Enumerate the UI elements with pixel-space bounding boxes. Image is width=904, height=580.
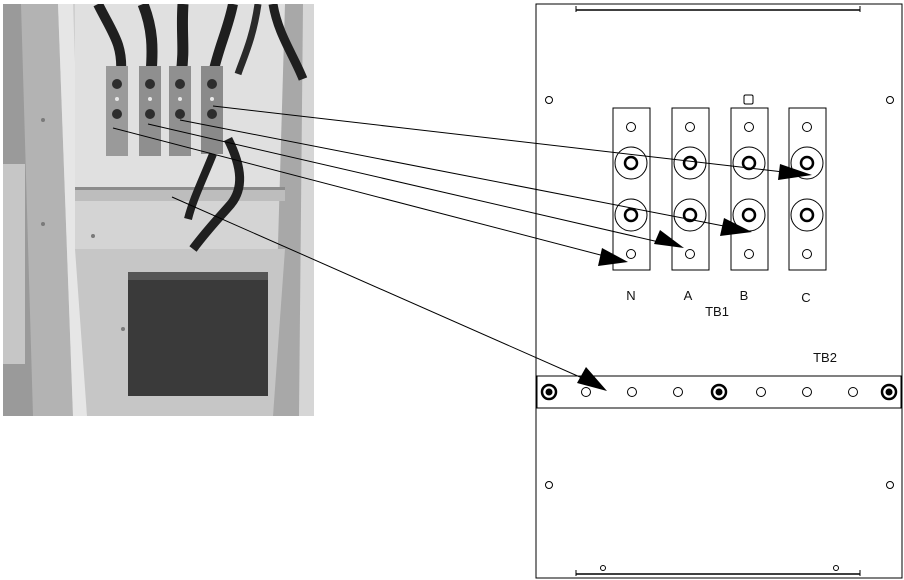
bus-label-b: B	[740, 288, 749, 303]
arrowhead-a	[654, 230, 684, 248]
bus-label-a: A	[684, 288, 693, 303]
arrowhead-n	[598, 248, 628, 266]
arrowhead-b	[720, 218, 752, 236]
bus-bar-n	[612, 107, 651, 271]
bus-bar-b	[730, 107, 769, 271]
bus-bar-a	[671, 107, 710, 271]
leader-line-c	[212, 105, 793, 174]
leader-line-n	[112, 127, 613, 259]
tb1-bus-bars	[612, 107, 827, 271]
cabinet-wiring-photo	[3, 4, 314, 416]
bus-label-c: C	[801, 290, 810, 305]
panel-mounting-holes	[545, 94, 894, 571]
bus-label-n: N	[626, 288, 635, 303]
leader-line-b	[179, 119, 735, 229]
tb2-label: TB2	[813, 350, 837, 365]
panel-outline	[535, 3, 903, 579]
arrowhead-c	[778, 164, 812, 180]
tb2-ground-bar	[536, 375, 902, 409]
bus-bar-c	[788, 107, 827, 271]
arrowheads	[577, 164, 812, 391]
arrowhead-ground	[577, 367, 607, 391]
leader-line-a	[147, 123, 673, 246]
tb1-label: TB1	[705, 304, 729, 319]
leader-line-ground	[171, 196, 590, 382]
leader-lines	[112, 105, 793, 382]
